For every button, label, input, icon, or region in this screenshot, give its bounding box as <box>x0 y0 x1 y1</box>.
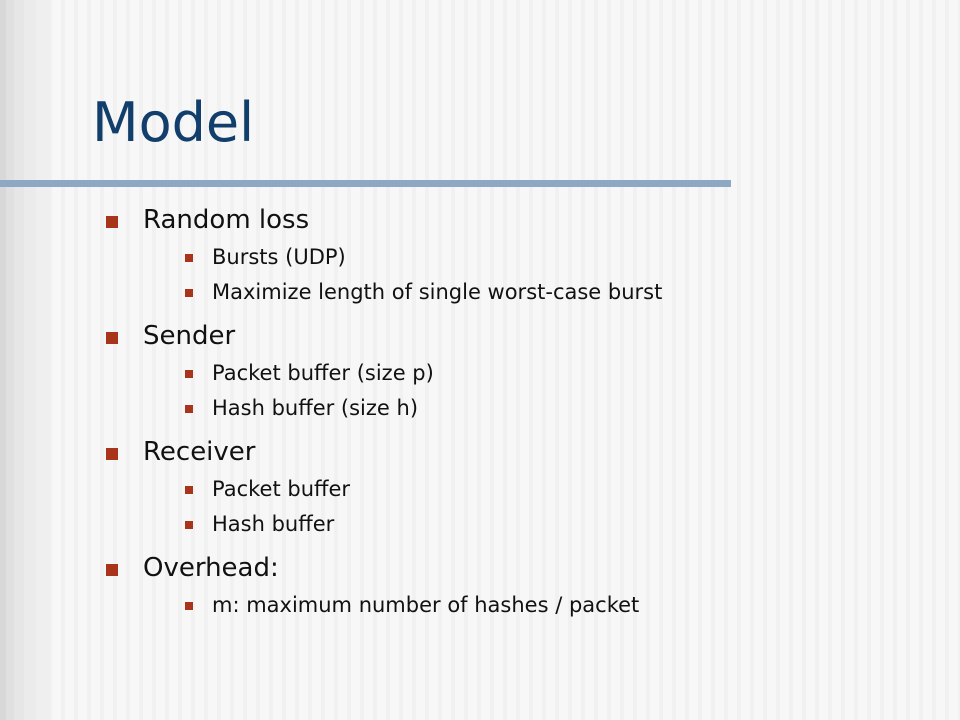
sub-bullet-list: m: maximum number of hashes / packet <box>143 588 926 623</box>
bullet-text: Overhead: <box>143 553 279 583</box>
sub-bullet-item: Maximize length of single worst-case bur… <box>185 275 926 310</box>
bullet-item-overhead: Overhead: m: maximum number of hashes / … <box>106 548 926 623</box>
sub-bullet-text: Packet buffer (size p) <box>212 361 434 385</box>
bullet-item-random-loss: Random loss Bursts (UDP) Maximize length… <box>106 200 926 310</box>
sub-bullet-text: m: maximum number of hashes / packet <box>212 593 640 617</box>
slide-content: Random loss Bursts (UDP) Maximize length… <box>106 200 926 629</box>
sub-bullet-list: Packet buffer (size p) Hash buffer (size… <box>143 356 926 426</box>
sub-bullet-list: Packet buffer Hash buffer <box>143 472 926 542</box>
sub-bullet-item: m: maximum number of hashes / packet <box>185 588 926 623</box>
square-bullet-icon <box>106 564 118 576</box>
sub-bullet-text: Hash buffer <box>212 512 335 536</box>
square-bullet-icon <box>185 521 193 529</box>
bullet-item-sender: Sender Packet buffer (size p) Hash buffe… <box>106 316 926 426</box>
bullet-text: Sender <box>143 321 236 351</box>
sub-bullet-item: Packet buffer (size p) <box>185 356 926 391</box>
bullet-list: Random loss Bursts (UDP) Maximize length… <box>106 200 926 623</box>
slide-title: Model <box>92 91 255 154</box>
sub-bullet-item: Bursts (UDP) <box>185 240 926 275</box>
sub-bullet-item: Hash buffer <box>185 507 926 542</box>
sub-bullet-item: Packet buffer <box>185 472 926 507</box>
sub-bullet-item: Hash buffer (size h) <box>185 391 926 426</box>
square-bullet-icon <box>185 602 193 610</box>
bullet-text: Receiver <box>143 437 256 467</box>
square-bullet-icon <box>106 216 118 228</box>
sub-bullet-text: Bursts (UDP) <box>212 245 346 269</box>
square-bullet-icon <box>185 289 193 297</box>
square-bullet-icon <box>185 486 193 494</box>
square-bullet-icon <box>106 332 118 344</box>
sub-bullet-text: Hash buffer (size h) <box>212 396 419 420</box>
square-bullet-icon <box>185 254 193 262</box>
bullet-text: Random loss <box>143 205 310 235</box>
sub-bullet-text: Maximize length of single worst-case bur… <box>212 280 663 304</box>
square-bullet-icon <box>106 448 118 460</box>
square-bullet-icon <box>185 405 193 413</box>
sub-bullet-text: Packet buffer <box>212 477 351 501</box>
bullet-item-receiver: Receiver Packet buffer Hash buffer <box>106 432 926 542</box>
sub-bullet-list: Bursts (UDP) Maximize length of single w… <box>143 240 926 310</box>
title-underline-rule <box>0 180 731 187</box>
square-bullet-icon <box>185 370 193 378</box>
